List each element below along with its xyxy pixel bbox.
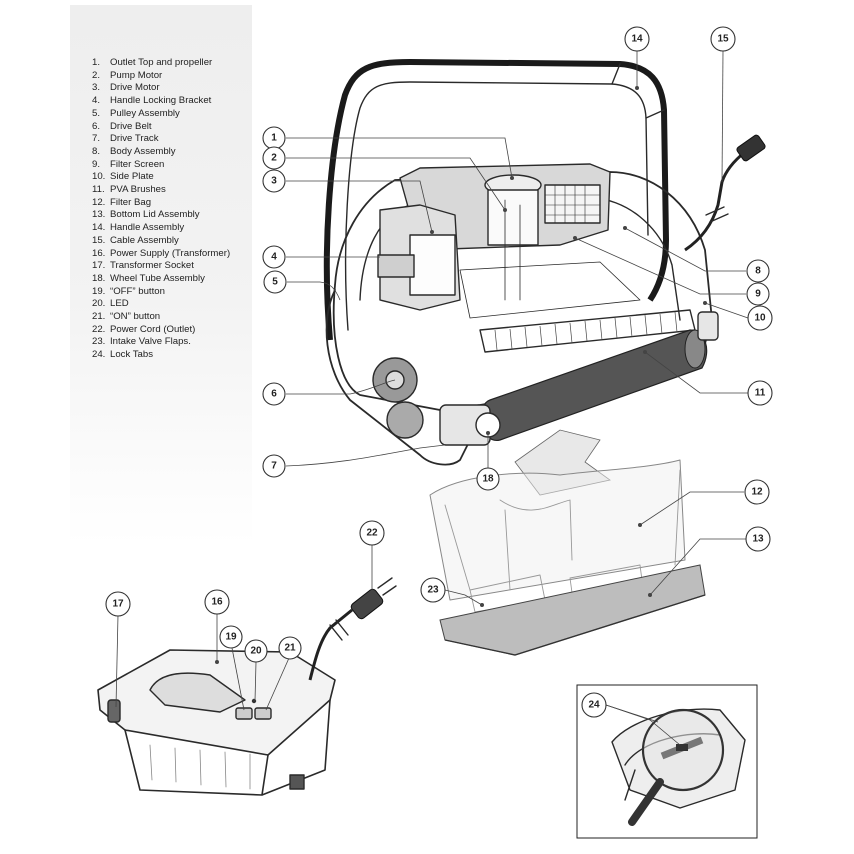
svg-text:2: 2: [271, 153, 277, 164]
legend-item: 19.“OFF” button: [92, 285, 165, 297]
legend-item: 14.Handle Assembly: [92, 222, 185, 234]
svg-text:15: 15: [717, 34, 729, 45]
legend-item: 9.Filter Screen: [92, 158, 165, 170]
parts-legend: 1.Outlet Top and propeller 2.Pump Motor …: [92, 57, 230, 362]
svg-text:19: 19: [225, 632, 237, 643]
legend-panel: [70, 5, 252, 545]
callout-24: 24: [581, 692, 607, 718]
svg-text:21: 21: [284, 643, 296, 654]
svg-text:23: 23: [427, 585, 439, 596]
lock-tabs-inset: [576, 684, 758, 839]
legend-item: 1.Outlet Top and propeller: [92, 57, 213, 68]
legend-item: 11.PVA Brushes: [92, 184, 166, 196]
svg-text:5: 5: [272, 277, 278, 288]
svg-text:22: 22: [366, 528, 378, 539]
pool-robot-illustration: [323, 59, 766, 466]
filter-bag-illustration: [429, 429, 686, 613]
callout-6: 6: [262, 382, 286, 406]
svg-text:3: 3: [271, 176, 277, 187]
svg-text:18: 18: [482, 474, 494, 485]
callout-8: 8: [746, 259, 770, 283]
callout-1: 1: [262, 126, 286, 150]
legend-item: 2.Pump Motor: [92, 69, 163, 81]
svg-text:1: 1: [271, 133, 277, 144]
legend-item: 5.Pulley Assembly: [92, 107, 180, 119]
callout-22: 22: [359, 520, 385, 546]
legend-item: 17.Transformer Socket: [92, 260, 194, 272]
callout-20: 20: [244, 639, 268, 663]
bottom-lid-illustration: [439, 564, 706, 656]
power-supply-illustration: [97, 577, 397, 796]
svg-text:24: 24: [588, 700, 600, 711]
svg-text:20: 20: [250, 646, 262, 657]
legend-item: 10.Side Plate: [92, 171, 154, 183]
callout-13: 13: [745, 526, 771, 552]
legend-item: 23.Intake Valve Flaps.: [92, 336, 191, 348]
leader-lines: [115, 50, 749, 746]
svg-text:6: 6: [271, 389, 277, 400]
callout-10: 10: [747, 305, 773, 331]
legend-item: 21.“ON” button: [92, 311, 161, 323]
callout-19: 19: [219, 625, 243, 649]
legend-item: 3.Drive Motor: [92, 82, 160, 94]
svg-text:7: 7: [271, 461, 277, 472]
leader-dots: [215, 86, 707, 664]
callout-3: 3: [262, 169, 286, 193]
callout-7: 7: [262, 454, 286, 478]
callout-2: 2: [262, 146, 286, 170]
svg-text:14: 14: [631, 34, 643, 45]
legend-item: 8.Body Assembly: [92, 145, 176, 157]
svg-text:12: 12: [751, 487, 763, 498]
callout-21: 21: [278, 636, 302, 660]
svg-text:9: 9: [755, 289, 761, 300]
legend-item: 7.Drive Track: [92, 133, 159, 145]
legend-item: 15.Cable Assembly: [92, 234, 179, 246]
svg-text:16: 16: [211, 597, 223, 608]
legend-item: 24.Lock Tabs: [92, 349, 154, 361]
svg-text:10: 10: [754, 313, 766, 324]
callout-4: 4: [262, 245, 286, 269]
legend-item: 20.LED: [92, 298, 129, 310]
svg-text:13: 13: [752, 534, 764, 545]
callout-18: 18: [476, 467, 500, 491]
legend-item: 12.Filter Bag: [92, 196, 152, 208]
callout-23: 23: [420, 577, 446, 603]
legend-item: 4.Handle Locking Bracket: [92, 95, 212, 107]
callout-15: 15: [710, 26, 736, 52]
legend-item: 16.Power Supply (Transformer): [92, 247, 231, 259]
svg-text:4: 4: [271, 252, 277, 263]
callout-5: 5: [263, 270, 287, 294]
legend-item: 18.Wheel Tube Assembly: [92, 272, 205, 284]
callout-16: 16: [204, 589, 230, 615]
callout-9: 9: [746, 282, 770, 306]
callout-14: 14: [624, 26, 650, 52]
svg-text:8: 8: [755, 266, 761, 277]
svg-text:17: 17: [112, 599, 124, 610]
svg-text:11: 11: [755, 388, 766, 399]
legend-item: 13.Bottom Lid Assembly: [92, 209, 200, 221]
callout-17: 17: [105, 591, 131, 617]
legend-item: 6.Drive Belt: [92, 120, 152, 132]
legend-item: 22.Power Cord (Outlet): [92, 323, 196, 335]
callout-12: 12: [744, 479, 770, 505]
callout-11: 11: [747, 380, 773, 406]
